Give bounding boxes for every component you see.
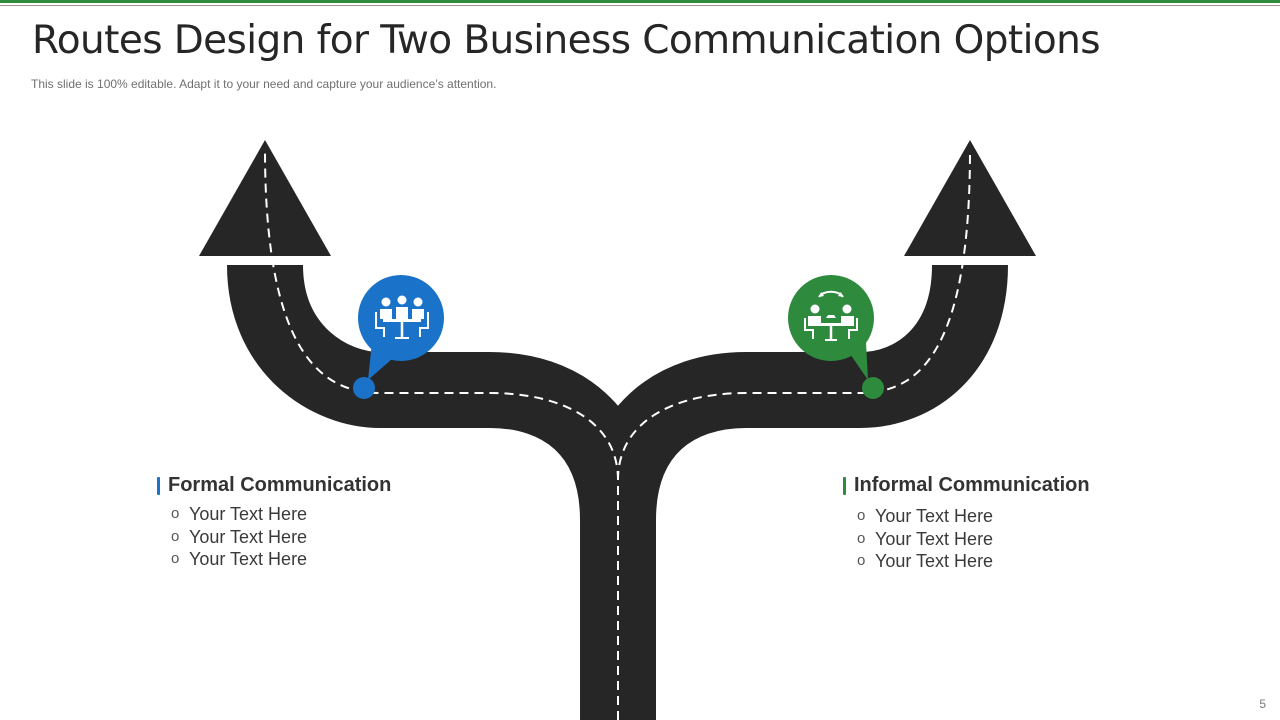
lane-markings — [264, 149, 971, 720]
formal-heading-row: Formal Communication — [157, 474, 391, 497]
bullet-circle-icon: o — [171, 505, 180, 522]
formal-marker — [353, 275, 444, 399]
road-body — [199, 140, 1036, 720]
list-item-text: Your Text Here — [875, 506, 994, 526]
page-number: 5 — [1259, 697, 1266, 711]
list-item: o Your Text Here — [171, 548, 391, 571]
list-item-text: Your Text Here — [189, 526, 308, 547]
formal-accent-bar — [157, 476, 160, 495]
bullet-circle-icon: o — [857, 529, 866, 547]
left-arrowhead — [199, 140, 331, 256]
list-item: o Your Text Here — [171, 526, 391, 549]
informal-heading-row: Informal Communication — [843, 474, 1090, 497]
list-item-text: Your Text Here — [189, 504, 308, 524]
list-item-text: Your Text Here — [875, 528, 994, 549]
list-item-text: Your Text Here — [875, 551, 994, 571]
bullet-circle-icon: o — [857, 507, 866, 524]
slide-subtitle: This slide is 100% editable. Adapt it to… — [31, 77, 497, 91]
list-item: o Your Text Here — [857, 550, 1090, 573]
informal-pin-dot — [862, 377, 884, 399]
slide-title: Routes Design for Two Business Communica… — [32, 18, 1101, 63]
bullet-circle-icon: o — [857, 552, 866, 569]
road-stem-right — [580, 263, 1008, 720]
informal-marker — [788, 275, 884, 399]
list-item-text: Your Text Here — [189, 549, 308, 569]
bullet-circle-icon: o — [171, 527, 180, 545]
list-item: o Your Text Here — [857, 505, 1090, 528]
formal-heading: Formal Communication — [168, 474, 392, 496]
casual-conversation-icon — [804, 290, 858, 341]
informal-accent-bar — [843, 476, 846, 495]
top-rule-thin — [0, 5, 1280, 6]
list-item: o Your Text Here — [171, 503, 391, 526]
formal-pin-dot — [353, 377, 375, 399]
lane-marking-right — [617, 149, 971, 481]
lane-marking-left — [264, 149, 619, 720]
list-item: o Your Text Here — [857, 528, 1090, 551]
informal-heading: Informal Communication — [854, 474, 1090, 496]
meeting-table-icon — [375, 295, 429, 339]
bullet-circle-icon: o — [171, 550, 180, 567]
top-rule — [0, 0, 1280, 3]
right-arrowhead — [904, 140, 1036, 256]
